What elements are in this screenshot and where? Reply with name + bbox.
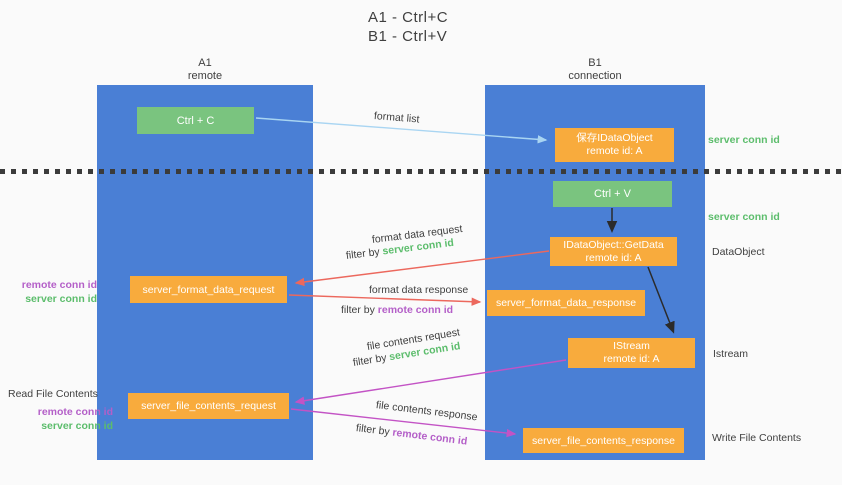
ctrl-c-node: Ctrl + C xyxy=(137,107,254,134)
column-a-subtitle: remote xyxy=(187,70,223,82)
ctrl-c-label: Ctrl + C xyxy=(176,114,215,127)
getdata-line1: IDataObject::GetData xyxy=(563,238,664,251)
istream-line1: IStream xyxy=(613,340,650,352)
server-format-data-response-label: server_format_data_response xyxy=(495,297,637,309)
remote-conn-id-annotation: remote conn id xyxy=(37,406,113,418)
file-contents-response-filter-label: filter by remote conn id xyxy=(355,422,468,448)
column-a-name: A1 xyxy=(198,57,212,69)
left-conn-id-annotations-1: remote conn id server conn id xyxy=(8,279,97,306)
column-b-header: B1 connection xyxy=(485,57,705,83)
getdata-line2: remote id: A xyxy=(585,251,642,264)
ctrl-v-node: Ctrl + V xyxy=(553,181,672,207)
remote-conn-id-text: remote conn id xyxy=(391,426,468,448)
dataobject-annotation: DataObject xyxy=(712,246,765,258)
idataobject-getdata-node: IDataObject::GetData remote id: A xyxy=(550,237,677,266)
server-file-contents-response-label: server_file_contents_response xyxy=(531,434,675,447)
filter-by-text: filter by xyxy=(355,422,394,439)
column-b-name: B1 xyxy=(588,57,602,69)
left-conn-id-annotations-2: remote conn id server conn id xyxy=(8,406,113,433)
server-conn-id-annotation-1: server conn id xyxy=(708,134,780,146)
ctrl-v-label: Ctrl + V xyxy=(594,188,631,200)
file-contents-response-label: file contents response xyxy=(375,399,479,424)
write-file-contents-annotation: Write File Contents xyxy=(712,432,802,444)
server-conn-id-annotation-2: server conn id xyxy=(708,211,780,223)
column-a-header: A1 remote xyxy=(97,57,313,83)
server-format-data-request-label: server_format_data_request xyxy=(142,283,275,296)
server-conn-id-annotation: server conn id xyxy=(25,292,97,305)
column-b-subtitle: connection xyxy=(568,70,622,82)
server-file-contents-response-node: server_file_contents_response xyxy=(523,428,684,453)
diagram-title: A1 - Ctrl+C B1 - Ctrl+V xyxy=(368,8,448,46)
title-line-2: B1 - Ctrl+V xyxy=(368,28,448,45)
server-file-contents-request-node: server_file_contents_request xyxy=(128,393,289,419)
save-dataobject-node: 保存IDataObject remote id: A xyxy=(555,128,674,162)
format-data-response-label: format data response xyxy=(369,284,469,296)
remote-conn-id-text: remote conn id xyxy=(377,304,454,316)
filter-by-text: filter by xyxy=(341,304,378,316)
format-data-response-filter-label: filter by remote conn id xyxy=(341,304,453,316)
istream-annotation: Istream xyxy=(713,348,749,360)
read-file-contents-annotation: Read File Contents xyxy=(8,388,98,400)
server-format-data-request-node: server_format_data_request xyxy=(130,276,287,303)
phase-separator-dotted-line xyxy=(0,169,842,174)
title-line-1: A1 - Ctrl+C xyxy=(368,9,449,26)
remote-conn-id-annotation: remote conn id xyxy=(21,279,97,291)
filter-by-text: filter by xyxy=(345,245,384,262)
server-format-data-response-node: server_format_data_response xyxy=(487,290,645,316)
format-list-label: format list xyxy=(373,110,420,126)
filter-by-text: filter by xyxy=(352,351,391,369)
istream-node: IStream remote id: A xyxy=(568,338,695,368)
istream-line2: remote id: A xyxy=(603,353,660,365)
server-conn-id-annotation: server conn id xyxy=(41,419,113,432)
save-dataobject-line1: 保存IDataObject xyxy=(576,132,653,144)
save-dataobject-line2: remote id: A xyxy=(586,145,643,157)
format-data-response-arrow xyxy=(288,294,482,306)
server-file-contents-request-label: server_file_contents_request xyxy=(141,400,276,412)
